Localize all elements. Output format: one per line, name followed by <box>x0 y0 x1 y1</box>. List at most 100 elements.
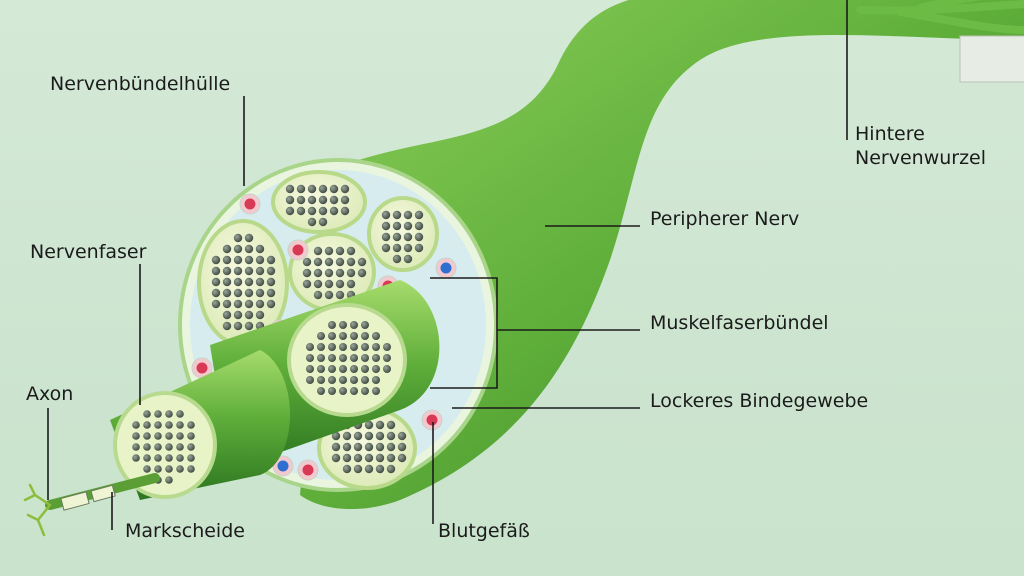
nerve-fiber-dot <box>328 387 336 395</box>
nerve-fiber-dot <box>165 454 173 462</box>
nerve-fiber-dot <box>302 257 312 267</box>
nerve-fiber-dot <box>392 210 402 220</box>
nerve-fiber-dot <box>381 210 391 220</box>
nerve-fiber-dot <box>317 343 325 351</box>
nerve-fiber-dot <box>266 266 276 276</box>
nerve-fiber-dot <box>372 365 380 373</box>
nerve-fiber-dot <box>397 431 407 441</box>
nerve-fiber-dot <box>340 184 350 194</box>
nerve-fiber-dot <box>361 332 369 340</box>
nerve-fiber-dot <box>244 244 254 254</box>
nerve-fiber-dot <box>244 277 254 287</box>
nerve-fiber-dot <box>403 221 413 231</box>
nerve-fiber-dot <box>318 217 328 227</box>
nerve-fiber-dot <box>187 421 195 429</box>
nerve-fiber-dot <box>187 465 195 473</box>
nerve-fiber-dot <box>313 257 323 267</box>
nerve-fiber-dot <box>143 410 151 418</box>
label-muskelfaserbuendel: Muskelfaserbündel <box>650 312 829 334</box>
nerve-fiber-dot <box>222 244 232 254</box>
nerve-fiber-dot <box>266 255 276 265</box>
nerve-fiber-dot <box>211 277 221 287</box>
nerve-fiber-dot <box>392 243 402 253</box>
nerve-fiber-dot <box>233 277 243 287</box>
nerve-fiber-dot <box>328 354 336 362</box>
nerve-fiber-dot <box>154 421 162 429</box>
nerve-fiber-dot <box>403 210 413 220</box>
nerve-fiber-dot <box>397 453 407 463</box>
leader-lines <box>47 0 848 530</box>
nerve-fiber-dot <box>143 421 151 429</box>
nerve-fiber-dot <box>244 233 254 243</box>
nerve-fiber-dot <box>165 410 173 418</box>
nerve-fiber-dot <box>132 454 140 462</box>
label-hintere-nervenwurzel: Hintere Nervenwurzel <box>855 123 987 169</box>
nerve-fiber-dot <box>361 354 369 362</box>
nerve-fiber-dot <box>335 290 345 300</box>
nerve-fiber-dot <box>222 310 232 320</box>
nerve-fiber-dot <box>361 321 369 329</box>
axon-strand <box>23 473 160 537</box>
nerve-fiber-dot <box>296 195 306 205</box>
nerve-fiber-dot <box>143 454 151 462</box>
nerve-fiber-dot <box>318 206 328 216</box>
label-nervenbuendelhuelle: Nervenbündelhülle <box>50 73 231 95</box>
nerve-fiber-dot <box>233 266 243 276</box>
nerve-fiber-dot <box>244 255 254 265</box>
nerve-fiber-dot <box>357 268 367 278</box>
nerve-fiber-dot <box>342 453 352 463</box>
nerve-fiber-dot <box>346 257 356 267</box>
nerve-fiber-dot <box>346 268 356 278</box>
nerve-fiber-dot <box>375 431 385 441</box>
nerve-fiber-dot <box>233 310 243 320</box>
nerve-fiber-dot <box>187 454 195 462</box>
nerve-fiber-dot <box>361 343 369 351</box>
nerve-fiber-dot <box>350 321 358 329</box>
nerve-fiber-dot <box>296 184 306 194</box>
nerve-fiber-dot <box>307 206 317 216</box>
blood-vessel-lumen <box>244 198 256 210</box>
nerve-fiber-dot <box>392 232 402 242</box>
nerve-fiber-dot <box>244 299 254 309</box>
label-markscheide: Markscheide <box>125 520 245 542</box>
nerve-fiber-dot <box>307 184 317 194</box>
nerve-fiber-dot <box>381 221 391 231</box>
nerve-fiber-dot <box>324 246 334 256</box>
nerve-fiber-dot <box>211 299 221 309</box>
spinal-cord-edge <box>959 35 1024 83</box>
nerve-fiber-dot <box>244 321 254 331</box>
nerve-fiber-dot <box>222 266 232 276</box>
nerve-fiber-dot <box>331 453 341 463</box>
nerve-fiber-dot <box>386 420 396 430</box>
blood-vessel-lumen <box>426 414 438 426</box>
nerve-fiber-dot <box>342 431 352 441</box>
fiber-dots-small <box>132 410 195 484</box>
nerve-fiber-dot <box>233 299 243 309</box>
nerve-fiber-dot <box>176 443 184 451</box>
nerve-fiber-dot <box>306 365 314 373</box>
nerve-fiber-dot <box>233 255 243 265</box>
label-blutgefaess: Blutgefäß <box>438 520 530 542</box>
nerve-fiber-dot <box>244 266 254 276</box>
nerve-fiber-dot <box>383 354 391 362</box>
nerve-fiber-dot <box>375 464 385 474</box>
nerve-fiber-dot <box>350 332 358 340</box>
nerve-fiber-dot <box>353 442 363 452</box>
nerve-fiber-dot <box>392 254 402 264</box>
nerve-fiber-dot <box>302 279 312 289</box>
nerve-fiber-dot <box>176 410 184 418</box>
label-axon: Axon <box>26 383 74 405</box>
nerve-fiber-dot <box>414 221 424 231</box>
nerve-fiber-dot <box>335 268 345 278</box>
nerve-fiber-dot <box>375 442 385 452</box>
nerve-fiber-dot <box>143 432 151 440</box>
fiber-dots-tube <box>306 321 391 395</box>
nerve-fiber-dot <box>364 420 374 430</box>
nerve-fiber-dot <box>255 266 265 276</box>
nerve-fiber-dot <box>255 277 265 287</box>
nerve-fiber-dot <box>313 279 323 289</box>
nerve-fiber-dot <box>335 257 345 267</box>
nerve-fiber-dot <box>302 268 312 278</box>
nerve-fiber-dot <box>187 443 195 451</box>
nerve-fiber-dot <box>350 343 358 351</box>
